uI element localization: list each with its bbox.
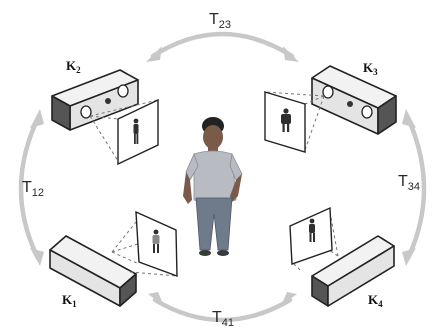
arrowhead-icon [146,46,162,62]
camera-k3 [311,65,397,135]
view-k3 [264,91,325,153]
camera-k2 [51,69,139,131]
label-k2: K2 [66,58,81,75]
sensor-icon [347,101,353,107]
lens-icon [322,85,334,99]
arc-t23 [146,31,299,62]
label-k4: K4 [368,292,383,309]
label-t23: T23 [209,11,231,31]
arrowhead-icon [281,292,297,306]
view-k2 [89,98,159,166]
label-t12: T12 [22,179,44,199]
person-thumbnail [309,218,315,242]
lens-icon [80,105,92,119]
lens-icon [117,84,129,98]
sensor-icon [105,98,111,104]
arrowhead-icon [30,109,44,128]
label-t41: T41 [212,309,234,329]
arrowhead-icon [30,248,44,266]
view-k4 [289,206,339,271]
person-figure [183,117,243,256]
label-t34: T34 [398,173,420,193]
arrowhead-icon [148,292,164,306]
camera-k4 [311,235,395,307]
view-k1 [111,210,178,278]
arrowhead-icon [402,109,416,128]
label-k1: K1 [62,292,77,309]
arc-t41 [148,292,297,323]
person-thumbnail [152,229,160,253]
label-k3: K3 [363,60,378,77]
person-thumbnail [133,118,139,144]
camera-k1 [49,235,137,307]
person-thumbnail [281,108,291,132]
lens-icon [361,105,373,119]
arrowhead-icon [402,248,416,266]
arc-t34 [402,109,427,266]
arc-t12 [18,109,44,266]
arrowhead-icon [283,46,299,62]
